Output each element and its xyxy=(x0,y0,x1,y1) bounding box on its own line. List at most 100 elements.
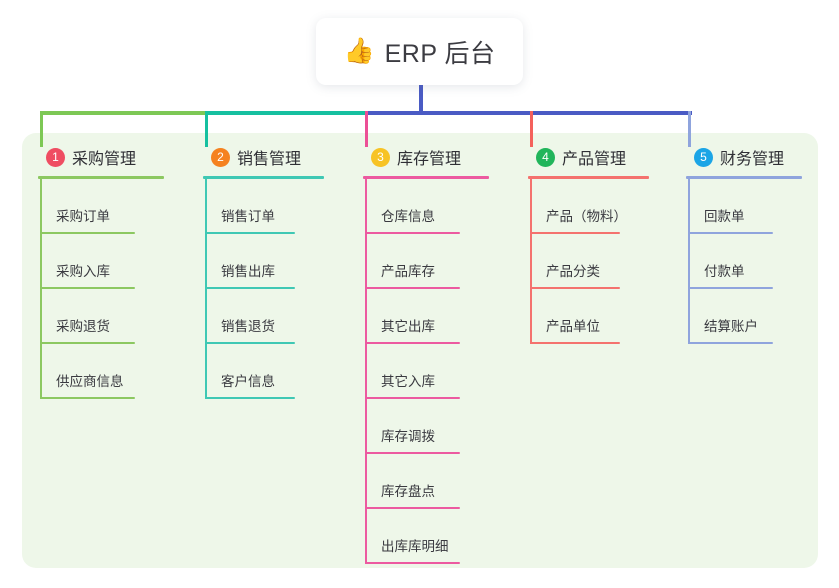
branch-item[interactable]: 采购退货 xyxy=(30,289,180,344)
branch-item-underline xyxy=(688,287,773,289)
branch-item[interactable]: 采购入库 xyxy=(30,234,180,289)
branch-column-4: 4 产品管理产品（物料） 产品分类产品单位 xyxy=(520,145,665,344)
branch-item[interactable]: 采购订单 xyxy=(30,179,180,234)
branch-stub-3 xyxy=(365,111,368,147)
branch-item[interactable]: 结算账户 xyxy=(678,289,818,344)
branch-item[interactable]: 销售订单 xyxy=(195,179,340,234)
branch-item-underline xyxy=(530,232,620,234)
branch-item-underline xyxy=(365,287,460,289)
branch-underline xyxy=(528,176,649,179)
branch-item-underline xyxy=(40,232,135,234)
branch-item-label: 产品库存 xyxy=(381,264,435,279)
branch-header-4[interactable]: 4 产品管理 xyxy=(520,145,665,169)
diagram-panel-background xyxy=(22,133,818,568)
branch-item-label: 供应商信息 xyxy=(56,374,124,389)
root-node-erp-backend[interactable]: 👍 ERP 后台 xyxy=(316,18,523,85)
branch-item[interactable]: 仓库信息 xyxy=(355,179,505,234)
branch-title: 销售管理 xyxy=(237,151,302,168)
branch-items: 采购订单采购入库采购退货供应商信息 xyxy=(30,179,180,399)
branch-item[interactable]: 库存调拨 xyxy=(355,399,505,454)
trunk-line xyxy=(419,85,423,115)
branch-item-label: 销售出库 xyxy=(221,264,275,279)
branch-header-2[interactable]: 2 销售管理 xyxy=(195,145,340,169)
branch-underline xyxy=(203,176,324,179)
branch-item-underline xyxy=(530,287,620,289)
branch-item[interactable]: 销售出库 xyxy=(195,234,340,289)
branch-item-label: 产品单位 xyxy=(546,319,600,334)
thumbs-up-icon: 👍 xyxy=(343,37,375,65)
branch-stub-4 xyxy=(530,111,533,147)
branch-item-label: 库存调拨 xyxy=(381,429,435,444)
branch-item-underline xyxy=(205,342,295,344)
branch-item-label: 采购订单 xyxy=(56,209,110,224)
branch-item-label: 销售订单 xyxy=(221,209,275,224)
branch-item[interactable]: 产品（物料） xyxy=(520,179,665,234)
branch-item[interactable]: 出库库明细 xyxy=(355,509,505,564)
branch-number-badge: 4 xyxy=(536,147,555,167)
branch-item-underline xyxy=(530,342,620,344)
branch-item[interactable]: 产品分类 xyxy=(520,234,665,289)
bus-segment-right xyxy=(365,111,692,115)
branch-item-underline xyxy=(365,397,460,399)
branch-underline xyxy=(38,176,164,179)
branch-column-3: 3 库存管理仓库信息产品库存其它出库其它入库库存调拨库存盘点出库库明细 xyxy=(355,145,505,564)
branch-item-underline xyxy=(688,342,773,344)
branch-item[interactable]: 其它出库 xyxy=(355,289,505,344)
branch-item[interactable]: 供应商信息 xyxy=(30,344,180,399)
branch-item[interactable]: 产品单位 xyxy=(520,289,665,344)
branch-item-underline xyxy=(688,232,773,234)
branch-number-badge: 2 xyxy=(211,147,230,167)
branch-item[interactable]: 库存盘点 xyxy=(355,454,505,509)
branch-item-label: 产品（物料） xyxy=(546,209,627,224)
branch-items: 回款单付款单结算账户 xyxy=(678,179,818,344)
branch-number-badge: 3 xyxy=(371,147,390,167)
branch-item-underline xyxy=(365,232,460,234)
bus-segment-left xyxy=(40,111,208,115)
branch-item-underline xyxy=(205,232,295,234)
branch-title: 财务管理 xyxy=(720,151,785,168)
bus-segment-mid xyxy=(205,111,368,115)
branch-spine xyxy=(365,179,367,564)
branch-item[interactable]: 付款单 xyxy=(678,234,818,289)
page-title: ERP 后台 xyxy=(384,39,496,68)
branch-title: 库存管理 xyxy=(397,151,462,168)
branch-spine xyxy=(205,179,207,399)
branch-title: 采购管理 xyxy=(72,151,137,168)
branch-item-underline xyxy=(365,507,460,509)
branch-item-underline xyxy=(40,342,135,344)
branch-title: 产品管理 xyxy=(562,151,627,168)
branch-spine xyxy=(40,179,42,399)
branch-item-label: 采购入库 xyxy=(56,264,110,279)
branch-stub-5 xyxy=(688,111,691,147)
branch-stub-2 xyxy=(205,111,208,147)
branch-item-label: 仓库信息 xyxy=(381,209,435,224)
branch-item-label: 回款单 xyxy=(704,209,745,224)
branch-item[interactable]: 回款单 xyxy=(678,179,818,234)
branch-number-badge: 1 xyxy=(46,147,65,167)
branch-header-3[interactable]: 3 库存管理 xyxy=(355,145,505,169)
branch-spine xyxy=(530,179,532,344)
branch-underline xyxy=(686,176,802,179)
branch-item[interactable]: 产品库存 xyxy=(355,234,505,289)
branch-item-label: 出库库明细 xyxy=(381,539,449,554)
branch-item[interactable]: 销售退货 xyxy=(195,289,340,344)
branch-item-label: 客户信息 xyxy=(221,374,275,389)
branch-item-underline xyxy=(365,342,460,344)
branch-item-underline xyxy=(365,562,460,564)
branch-item-underline xyxy=(205,287,295,289)
branch-item[interactable]: 客户信息 xyxy=(195,344,340,399)
branch-item-label: 销售退货 xyxy=(221,319,275,334)
branch-header-1[interactable]: 1 采购管理 xyxy=(30,145,180,169)
branch-item-label: 产品分类 xyxy=(546,264,600,279)
branch-item[interactable]: 其它入库 xyxy=(355,344,505,399)
branch-column-1: 1 采购管理采购订单采购入库采购退货供应商信息 xyxy=(30,145,180,399)
branch-item-underline xyxy=(365,452,460,454)
branch-spine xyxy=(688,179,690,344)
branch-item-label: 其它入库 xyxy=(381,374,435,389)
branch-stub-1 xyxy=(40,111,43,147)
branch-column-2: 2 销售管理销售订单销售出库销售退货客户信息 xyxy=(195,145,340,399)
